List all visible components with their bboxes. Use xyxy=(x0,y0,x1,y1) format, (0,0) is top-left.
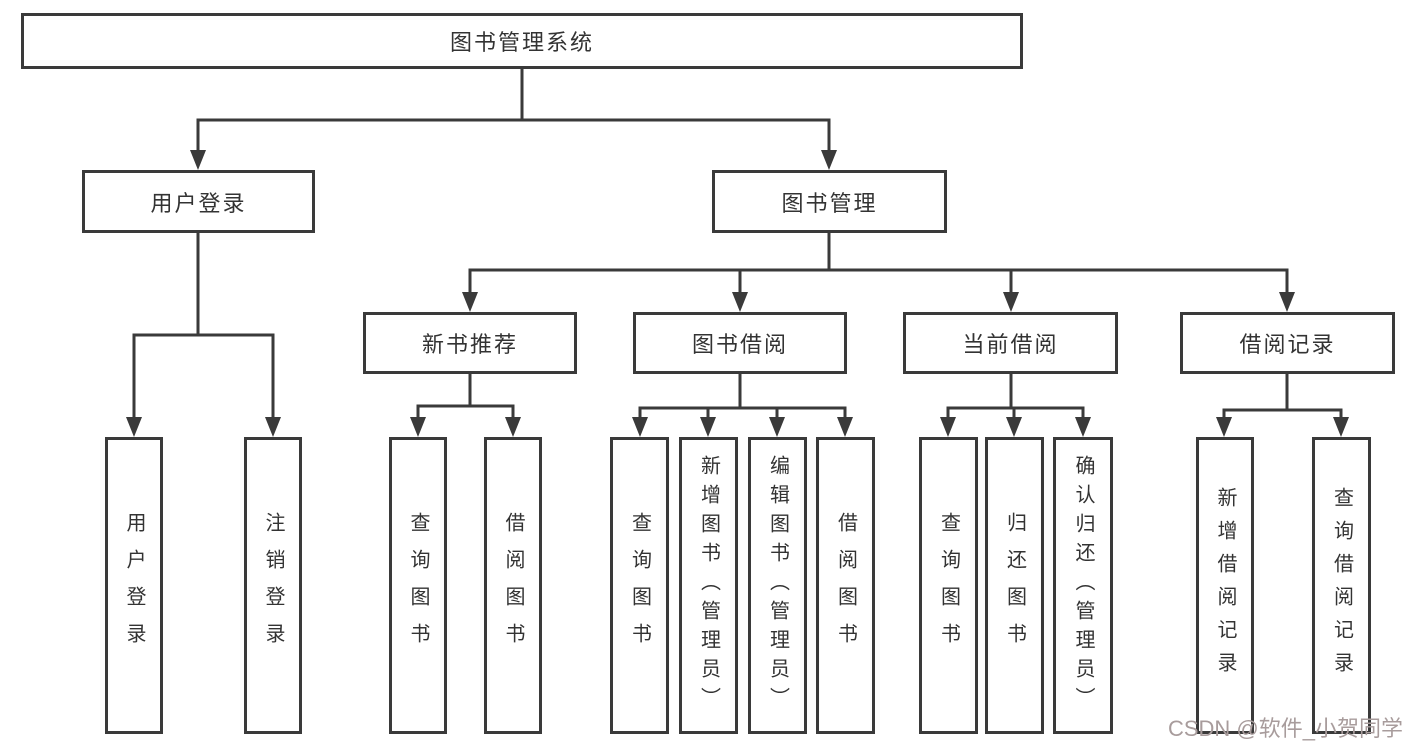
arrowheads xyxy=(126,150,1349,437)
leaf-edit-book-admin: 编辑图书（管理员） xyxy=(748,437,807,734)
watermark: CSDN @软件_小贺同学 xyxy=(1167,716,1403,741)
node-book-management: 图书管理 xyxy=(712,170,947,233)
leaf-add-borrow-record: 新增借阅记录 xyxy=(1196,437,1254,734)
node-borrowing-records: 借阅记录 xyxy=(1180,312,1395,374)
leaf-borrow-books: 借阅图书 xyxy=(816,437,875,734)
leaf-query-borrow-record: 查询借阅记录 xyxy=(1312,437,1371,734)
leaf-add-book-admin: 新增图书（管理员） xyxy=(679,437,738,734)
leaf-query-books-recommend: 查询图书 xyxy=(389,437,447,734)
leaf-user-login: 用户登录 xyxy=(105,437,163,734)
leaf-logout: 注销登录 xyxy=(244,437,302,734)
leaf-query-books-borrowing: 查询图书 xyxy=(610,437,669,734)
leaf-borrow-books-recommend: 借阅图书 xyxy=(484,437,542,734)
node-user-login: 用户登录 xyxy=(82,170,315,233)
leaf-return-book: 归还图书 xyxy=(985,437,1044,734)
leaf-confirm-return-admin: 确认归还（管理员） xyxy=(1053,437,1113,734)
node-current-borrowing: 当前借阅 xyxy=(903,312,1118,374)
node-book-borrowing: 图书借阅 xyxy=(633,312,847,374)
leaf-query-books-current: 查询图书 xyxy=(919,437,978,734)
node-library-system: 图书管理系统 xyxy=(21,13,1023,69)
node-new-book-recommend: 新书推荐 xyxy=(363,312,577,374)
